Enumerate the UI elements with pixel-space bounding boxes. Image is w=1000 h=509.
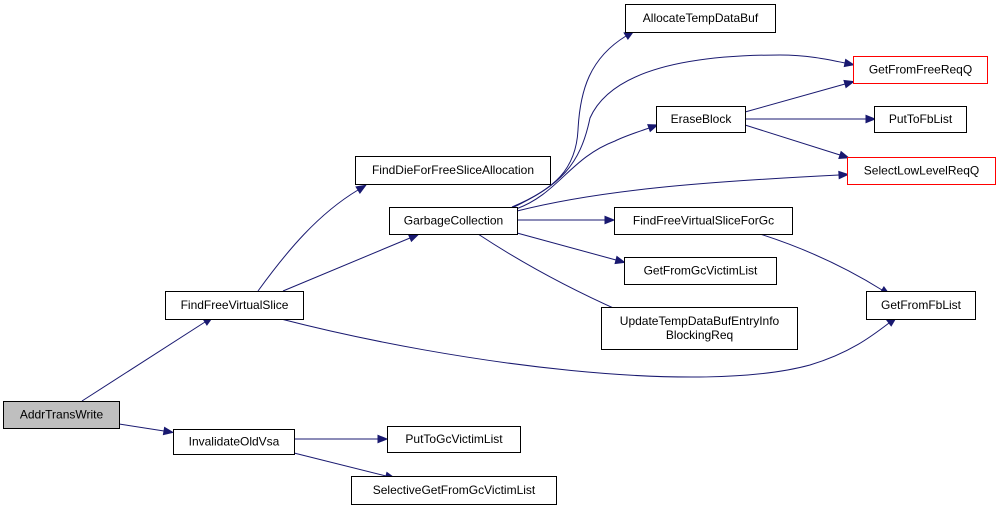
node-get-from-fb-list[interactable]: GetFromFbList <box>866 291 976 320</box>
node-allocate-temp-data-buf[interactable]: AllocateTempDataBuf <box>625 4 776 33</box>
edge-line <box>282 237 411 292</box>
edge-addr-trans-write-to-invalidate-old-vsa <box>118 423 175 436</box>
node-label: GetFromGcVictimList <box>644 264 758 278</box>
edge-line <box>293 452 387 477</box>
node-label: AddrTransWrite <box>20 408 104 422</box>
edge-find-free-virtual-slice-to-garbage-collection <box>282 233 420 292</box>
node-box <box>601 307 798 350</box>
node-invalidate-old-vsa[interactable]: InvalidateOldVsa <box>173 429 295 455</box>
arrowhead <box>407 233 420 243</box>
node-put-to-gc-victim-list[interactable]: PutToGcVictimList <box>387 426 521 453</box>
edge-garbage-collection-to-get-from-free-req-q <box>511 54 856 209</box>
node-label: FindDieForFreeSliceAllocation <box>372 163 534 177</box>
node-box <box>624 257 777 285</box>
arrowhead <box>377 434 389 444</box>
node-label: GarbageCollection <box>404 214 503 228</box>
arrowhead <box>604 215 616 225</box>
node-label: FindFreeVirtualSliceForGc <box>633 214 774 228</box>
edge-erase-block-to-get-from-free-req-q <box>744 79 855 113</box>
node-box <box>847 157 996 185</box>
node-addr-trans-write[interactable]: AddrTransWrite <box>3 401 120 429</box>
nodes-layer: AddrTransWrite FindFreeVirtualSliceInvali… <box>3 4 996 505</box>
node-box <box>3 401 120 429</box>
arrowhead <box>614 255 626 265</box>
node-box <box>614 207 793 235</box>
node-box <box>625 4 776 33</box>
node-box <box>351 476 557 505</box>
edge-invalidate-old-vsa-to-put-to-gc-victim-list <box>294 434 389 444</box>
edge-line <box>511 54 846 209</box>
node-label: GetFromFbList <box>881 298 962 312</box>
edge-line <box>744 124 841 156</box>
edge-line <box>257 189 359 292</box>
node-label: InvalidateOldVsa <box>189 435 280 449</box>
node-box <box>173 429 295 455</box>
edge-line <box>516 174 840 212</box>
edge-addr-trans-write-to-find-free-virtual-slice <box>81 316 214 402</box>
node-select-low-level-req-q[interactable]: SelectLowLevelReqQ <box>847 157 996 185</box>
node-box <box>866 291 976 320</box>
node-label: PutToGcVictimList <box>405 432 503 446</box>
edge-line <box>759 233 883 291</box>
edge-garbage-collection-to-update-temp-data-buf-entry-info-blocking-req <box>477 233 630 316</box>
node-label: AllocateTempDataBuf <box>643 11 759 25</box>
node-label: EraseBlock <box>671 112 733 126</box>
node-label: UpdateTempDataBufEntryInfo <box>620 314 780 328</box>
node-get-from-gc-victim-list[interactable]: GetFromGcVictimList <box>624 257 777 285</box>
node-box <box>853 56 988 84</box>
edge-invalidate-old-vsa-to-selective-get-from-gc-victim-list <box>293 452 396 481</box>
arrowhead <box>843 79 855 89</box>
edge-erase-block-to-select-low-level-req-q <box>744 124 850 159</box>
edge-line <box>477 233 621 312</box>
node-label: SelectLowLevelReqQ <box>864 164 979 178</box>
node-box <box>874 106 967 133</box>
arrowhead <box>838 150 850 159</box>
node-label: BlockingReq <box>666 328 733 342</box>
node-get-from-free-req-q[interactable]: GetFromFreeReqQ <box>853 56 988 84</box>
node-find-free-virtual-slice-for-gc[interactable]: FindFreeVirtualSliceForGc <box>614 207 793 235</box>
node-find-free-virtual-slice[interactable]: FindFreeVirtualSlice <box>165 291 304 320</box>
node-label: FindFreeVirtualSlice <box>181 298 289 312</box>
arrowhead <box>838 170 850 180</box>
edge-find-free-virtual-slice-to-get-from-fb-list <box>280 316 898 378</box>
edge-line <box>81 321 206 402</box>
edge-line <box>744 83 846 113</box>
node-box <box>389 207 518 235</box>
edges-layer <box>81 30 898 481</box>
node-label: SelectiveGetFromGcVictimList <box>373 483 536 497</box>
edge-garbage-collection-to-erase-block <box>515 124 659 210</box>
edge-line <box>516 232 617 261</box>
edge-line <box>515 127 650 210</box>
node-garbage-collection[interactable]: GarbageCollection <box>389 207 518 235</box>
edge-line <box>118 423 165 432</box>
arrowhead <box>162 426 175 436</box>
edge-find-free-virtual-slice-for-gc-to-get-from-fb-list <box>759 233 891 296</box>
node-box <box>355 156 551 185</box>
arrowhead <box>355 184 367 194</box>
node-put-to-fb-list[interactable]: PutToFbList <box>874 106 967 133</box>
node-selective-get-from-gc-victim-list[interactable]: SelectiveGetFromGcVictimList <box>351 476 557 505</box>
arrowhead <box>843 58 856 68</box>
edge-garbage-collection-to-find-free-virtual-slice-for-gc <box>517 215 616 225</box>
edge-erase-block-to-put-to-fb-list <box>745 114 877 124</box>
node-label: PutToFbList <box>889 112 953 126</box>
arrowhead <box>647 124 659 133</box>
node-box <box>387 426 521 453</box>
edge-line <box>280 318 890 378</box>
node-box <box>656 106 746 133</box>
node-box <box>165 291 304 320</box>
edge-garbage-collection-to-select-low-level-req-q <box>516 170 850 212</box>
arrowhead <box>865 114 877 124</box>
node-label: GetFromFreeReqQ <box>869 63 972 77</box>
edge-find-free-virtual-slice-to-find-die-for-free-slice-allocation <box>257 184 367 292</box>
node-find-die-for-free-slice-allocation[interactable]: FindDieForFreeSliceAllocation <box>355 156 551 185</box>
edge-garbage-collection-to-get-from-gc-victim-list <box>516 232 626 265</box>
node-erase-block[interactable]: EraseBlock <box>656 106 746 133</box>
